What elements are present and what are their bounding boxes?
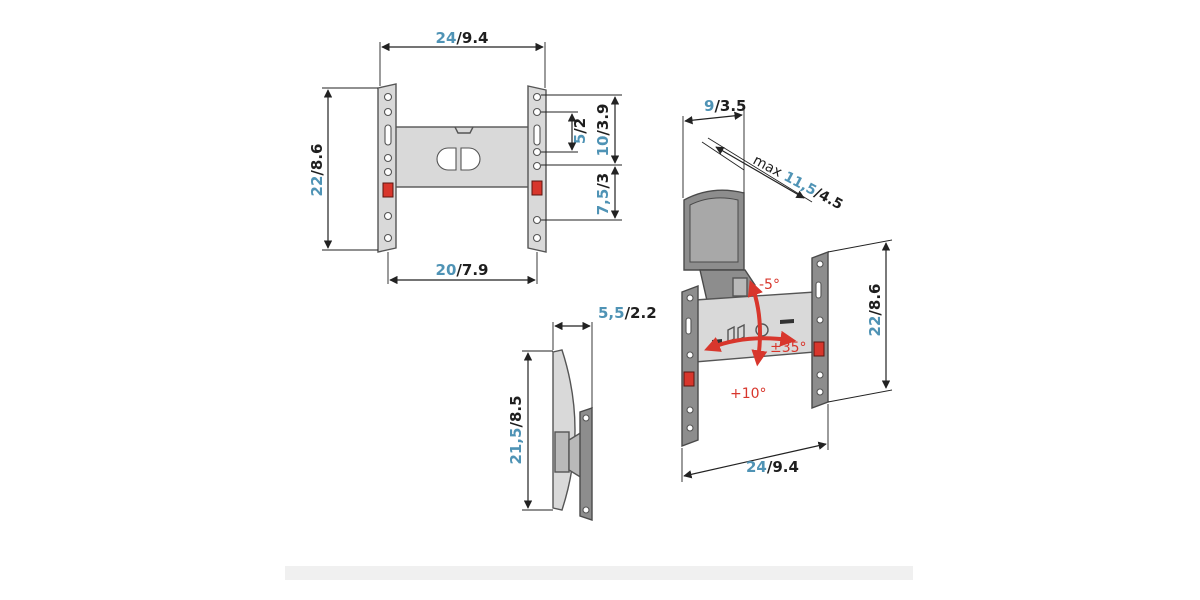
sheet-bottom-edge [285, 566, 913, 580]
iso-height-label: 22/8.6 [866, 284, 884, 337]
tilt-up-label: -5° [759, 277, 780, 293]
iso-left-lock [683, 371, 695, 387]
max-extension-dimension-line [715, 146, 805, 199]
lower-span-label: 7,5/3 [594, 173, 612, 216]
arm-depth-label: 9/3.5 [704, 97, 747, 115]
swivel-label: ±35° [770, 340, 807, 356]
swivel-arrow [704, 330, 797, 352]
iso-right-lock [813, 341, 825, 357]
side-hinge-block [554, 431, 570, 473]
side-tv-rail [579, 407, 593, 521]
iso-width-label: 24/9.4 [746, 458, 799, 476]
front-width-label: 24/9.4 [436, 29, 489, 47]
side-view: 5,5/2.2 21,5/8.5 [507, 304, 657, 521]
tilt-arrow [747, 280, 768, 367]
iso-right-rail [811, 250, 829, 410]
side-height-label: 21,5/8.5 [507, 395, 525, 464]
side-depth-label: 5,5/2.2 [598, 304, 657, 322]
front-view: 24/9.4 22/8.6 20/7.9 5/2 10/3.9 7,5/3 [308, 29, 622, 285]
iso-width-dimension-line [683, 441, 827, 479]
upper-span-label: 10/3.9 [594, 104, 612, 157]
hole-pitch-label: 5/2 [571, 118, 589, 144]
iso-left-rail [681, 284, 699, 448]
front-left-lock [382, 182, 394, 198]
arm-depth-dimension-line [684, 111, 743, 125]
front-left-rail [377, 83, 397, 253]
front-right-lock [531, 180, 543, 196]
front-center-cutout [436, 147, 481, 171]
tilt-down-label: +10° [730, 386, 767, 402]
front-plate-notch [454, 126, 474, 134]
front-right-rail [527, 85, 547, 253]
front-height-label: 22/8.6 [308, 144, 326, 197]
front-inner-width-label: 20/7.9 [436, 261, 489, 279]
isometric-view: -5° ±35° +10° 9/3.5 max 11,5/4.5 22/8.6 … [681, 97, 893, 482]
